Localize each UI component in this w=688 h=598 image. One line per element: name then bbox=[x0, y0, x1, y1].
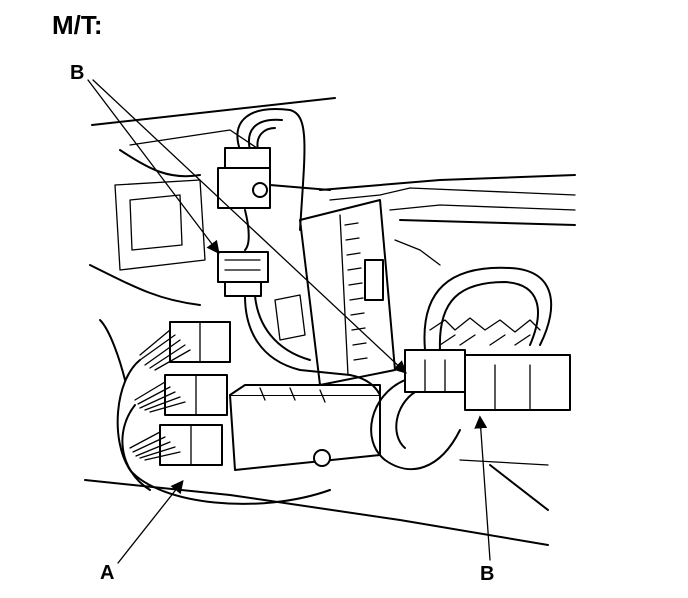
callout-b-lower-connectors: B bbox=[480, 563, 495, 585]
callout-a-connectors: A bbox=[100, 562, 115, 584]
leader-b-to-lower bbox=[92, 79, 407, 374]
upper-harness bbox=[217, 108, 381, 396]
leader-b-upper bbox=[87, 79, 220, 255]
leader-a bbox=[117, 479, 184, 564]
connectors-a bbox=[116, 321, 331, 505]
connectors-b-lower bbox=[370, 266, 571, 471]
callout-b-upper-connector: B bbox=[70, 62, 85, 84]
leader-b-lower bbox=[474, 415, 491, 561]
page-title: M/T: bbox=[52, 10, 103, 40]
lower-module bbox=[229, 384, 381, 471]
connector-b-upper bbox=[217, 251, 269, 283]
leader-lines bbox=[87, 79, 491, 564]
fuse-box bbox=[274, 199, 396, 386]
dashboard-panel-outline bbox=[84, 97, 576, 546]
